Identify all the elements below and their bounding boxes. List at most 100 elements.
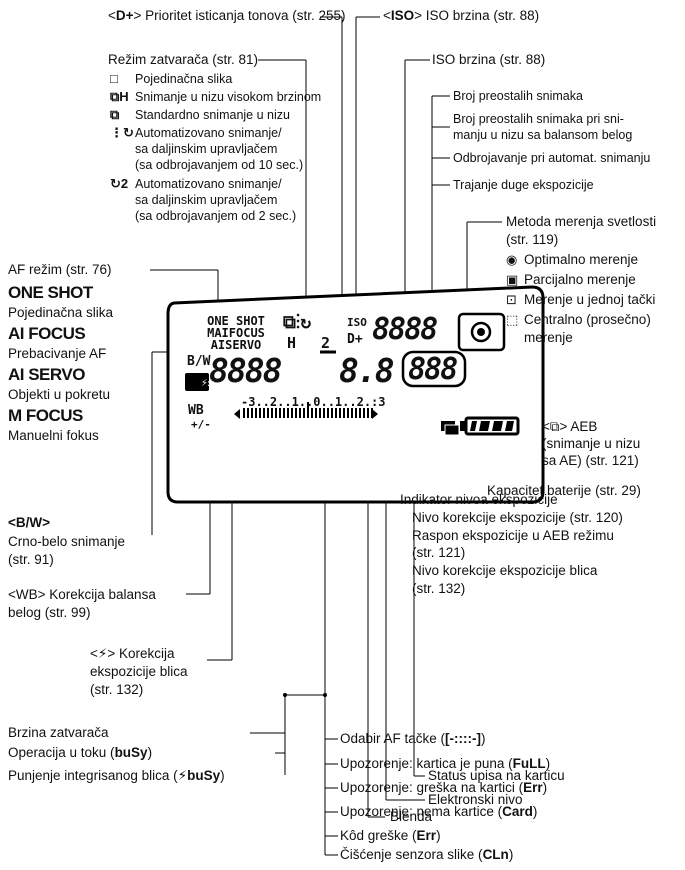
exposure-tick <box>291 408 293 418</box>
lcd-af-modes: ONE SHOT MAIFOCUS AISERVO <box>207 314 265 352</box>
lcd-wb: WB <box>188 403 204 418</box>
bottom-item: Čišćenje senzora slike (CLn) <box>340 847 514 862</box>
card-status-label: Status upisa na karticu <box>428 768 565 783</box>
lcd-shutter-digits: 8888 <box>209 351 282 390</box>
exposure-line: (str. 121) <box>412 545 466 560</box>
bw-label: Crno-belo snimanje <box>8 534 126 549</box>
af-title: AF režim (str. 76) <box>8 262 112 277</box>
af-mode-name: AI SERVO <box>8 365 85 384</box>
exposure-tick <box>263 408 265 418</box>
metering-item: merenje <box>524 330 573 345</box>
exposure-tick <box>363 408 365 418</box>
exposure-line: (str. 132) <box>412 581 466 596</box>
af-mode-desc: Objekti u pokretu <box>8 387 111 402</box>
drive-icon: ⧉ <box>110 107 120 122</box>
wb-corr-label: belog (str. 99) <box>8 605 91 620</box>
lcd-iso: ISO <box>347 316 367 329</box>
metering-ref: (str. 119) <box>506 232 559 247</box>
shots-3: manju u nizu sa balansom belog <box>453 128 633 142</box>
shots-2: Broj preostalih snimaka pri sni- <box>453 112 624 126</box>
exposure-tick <box>323 408 325 418</box>
exposure-tick <box>283 408 285 418</box>
lcd-exposure-scale: -3..2..1..0..1..2.:3 <box>241 395 386 409</box>
exposure-tick <box>243 408 245 418</box>
exposure-tick <box>287 408 289 418</box>
lcd-dplus: D+ <box>347 332 363 347</box>
exposure-tick <box>319 408 321 418</box>
exposure-tick <box>359 408 361 418</box>
drive-item: Standardno snimanje u nizu <box>135 108 290 122</box>
exposure-tick <box>347 408 349 418</box>
exposure-tick <box>299 408 301 418</box>
exposure-tick <box>355 408 357 418</box>
drive-item: Snimanje u nizu visokom brzinom <box>135 90 322 104</box>
exposure-title: Indikator nivoa ekspozicije <box>400 492 558 507</box>
bottom-item: Upozorenje: kartica je puna (FuLL) <box>340 756 551 771</box>
exposure-tick <box>327 408 329 418</box>
metering-item: Optimalno merenje <box>524 252 639 267</box>
exposure-tick <box>371 408 373 418</box>
battery-icon <box>460 416 520 436</box>
exposure-tick <box>315 408 317 418</box>
bw-label: (str. 91) <box>8 552 54 567</box>
exposure-tick <box>339 408 341 418</box>
exposure-tick <box>343 408 345 418</box>
exposure-tick <box>311 408 313 418</box>
bottom-item: Kôd greške (Err) <box>340 828 441 843</box>
drive-item: Automatizovano snimanje/ <box>135 177 282 191</box>
exposure-line: Nivo korekcije ekspozicije blica <box>412 563 598 578</box>
exposure-tick <box>351 408 353 418</box>
metering-item: Merenje u jednoj tački <box>524 292 656 307</box>
drive-item: sa daljinskim upravljačem <box>135 193 278 207</box>
lcd-shots-digits: 888 <box>408 352 458 387</box>
af-mode-name: ONE SHOT <box>8 283 93 302</box>
self-timer-countdown: Odbrojavanje pri automat. snimanju <box>453 151 651 165</box>
evaluative-icon: ◉ <box>506 252 518 267</box>
shutter-speed-label: Brzina zatvarača <box>8 725 109 740</box>
lcd-wb-pm: +/- <box>191 418 211 431</box>
spot-icon: ⊡ <box>506 292 517 307</box>
dplus-label: <D+> Prioritet isticanja tonova (str. 25… <box>108 8 346 23</box>
exposure-tick <box>279 408 281 418</box>
drive-icon: ↻2 <box>110 176 129 191</box>
e-level-label: Elektronski nivo <box>428 792 523 807</box>
lcd-drive-icon: ⧉⋮↻ <box>283 312 312 333</box>
drive-icon: ⧉H <box>110 89 129 104</box>
drive-icon: □ <box>110 71 118 86</box>
af-mode-name: M FOCUS <box>8 406 83 425</box>
exposure-tick <box>259 408 261 418</box>
exposure-tick <box>251 408 253 418</box>
drive-item: Automatizovano snimanje/ <box>135 126 282 140</box>
bw-sym: <B/W> <box>8 515 51 530</box>
bulb-time: Trajanje duge ekspozicije <box>453 178 594 192</box>
flash-comp-icon <box>185 373 209 391</box>
aeb-label: (snimanje u nizu <box>542 436 641 451</box>
af-mode-desc: Pojedinačna slika <box>8 305 114 320</box>
exposure-tick <box>247 408 249 418</box>
lcd-flash-sym: ⚡± <box>201 376 215 389</box>
exposure-tick <box>267 408 269 418</box>
bottom-item: Odabir AF tačke ([-::::-]) <box>340 731 486 746</box>
aeb-label: <⧉> AEB <box>542 419 598 434</box>
metering-title: Metoda merenja svetlosti <box>506 214 657 229</box>
metering-item: Centralno (prosečno) <box>524 312 651 327</box>
flash-label: (str. 132) <box>90 682 144 697</box>
flash-busy-label: Punjenje integrisanog blica (⚡buSy) <box>8 768 225 783</box>
af-mode-name: AI FOCUS <box>8 324 86 343</box>
exposure-tick <box>255 408 257 418</box>
shots-1: Broj preostalih snimaka <box>453 89 583 103</box>
bottom-item: Upozorenje: greška na kartici (Err) <box>340 780 548 795</box>
exposure-tick <box>367 408 369 418</box>
lcd-drive-2: 2 <box>321 334 331 352</box>
exposure-tick <box>331 408 333 418</box>
drive-item: (sa odbrojavanjem od 10 sec.) <box>135 158 304 172</box>
drive-item: Pojedinačna slika <box>135 72 233 86</box>
metering-item: Parcijalno merenje <box>524 272 636 287</box>
aeb-label: sa AE) (str. 121) <box>542 453 639 468</box>
lcd-panel <box>166 285 545 504</box>
iso-speed-label: ISO brzina (str. 88) <box>432 52 546 67</box>
exposure-tick <box>335 408 337 418</box>
drive-item: (sa odbrojavanjem od 2 sec.) <box>135 209 297 223</box>
exposure-line: Raspon ekspozicije u AEB režimu <box>412 528 614 543</box>
